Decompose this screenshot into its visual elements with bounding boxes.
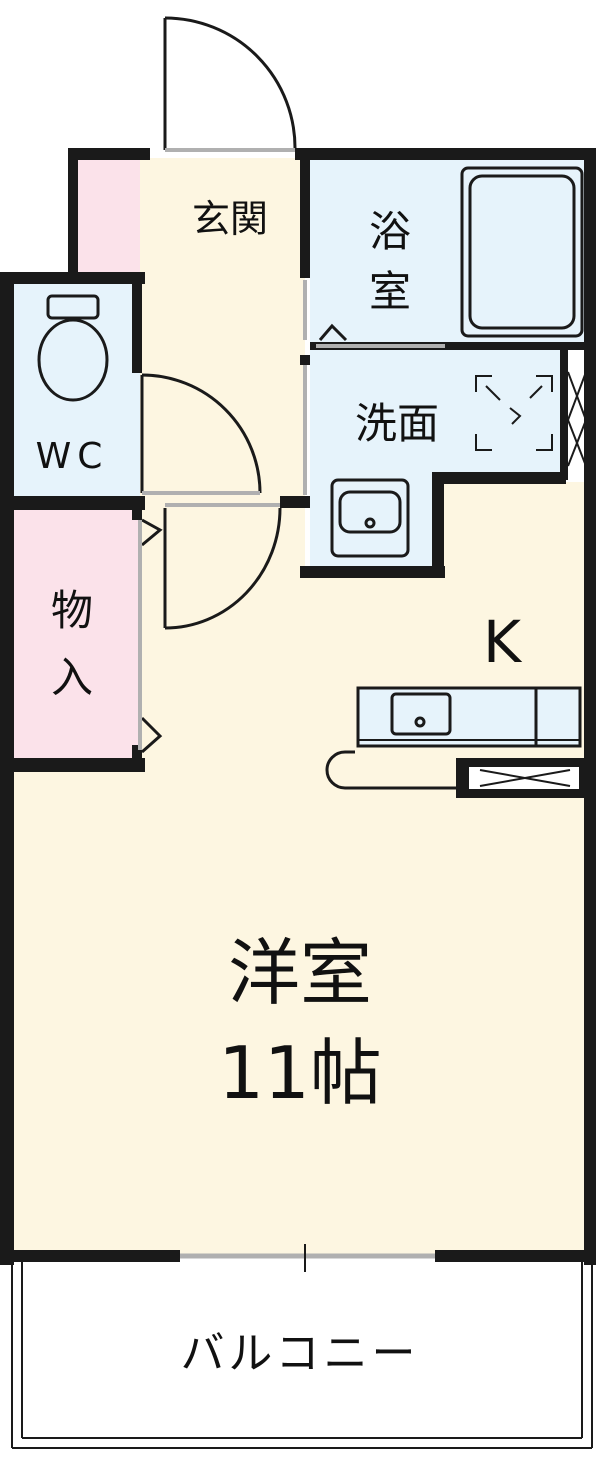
bath-floor <box>310 158 588 346</box>
balcony-railing <box>11 1262 593 1449</box>
storage-label-2: 入 <box>51 653 93 702</box>
kitchen-label: K <box>483 608 523 676</box>
western-room-label: 洋室 <box>228 931 372 1015</box>
floor-fills <box>12 158 592 1440</box>
bathtub <box>460 166 584 338</box>
western-room-size: 11帖 <box>218 1031 382 1115</box>
doors <box>138 280 445 1272</box>
walls <box>0 148 596 1265</box>
kitchen-counter <box>325 686 582 790</box>
washing-machine-space <box>475 375 553 451</box>
entrance-door <box>163 16 297 152</box>
toilet <box>37 294 109 402</box>
shoe-storage-floor <box>74 158 140 278</box>
washroom-floor <box>310 350 565 570</box>
entrance-floor <box>150 162 300 270</box>
balcony-floor <box>12 1262 592 1440</box>
entrance-label: 玄関 <box>192 197 268 241</box>
pipe-shaft <box>567 371 587 467</box>
bath-label-2: 室 <box>369 267 411 316</box>
storage-label-1: 物 <box>51 586 93 635</box>
bath-label-1: 浴 <box>369 207 411 256</box>
washroom-label: 洗面 <box>355 399 439 448</box>
balcony-label: バルコニー <box>180 1328 419 1379</box>
fridge-space <box>467 765 581 791</box>
washbasin <box>330 478 410 558</box>
storage-floor <box>12 510 140 766</box>
wc-label: WC <box>36 436 109 477</box>
room-labels: 玄関 浴 室 洗面 WC 物 入 K 洋室 11帖 バルコニー <box>36 197 523 1379</box>
living-floor <box>12 158 588 1258</box>
